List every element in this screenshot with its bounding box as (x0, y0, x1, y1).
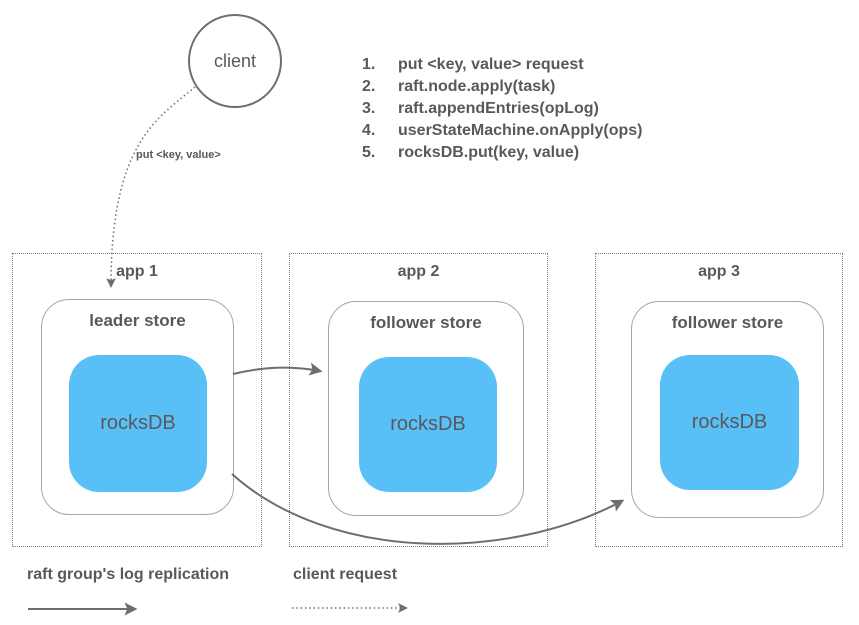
step-item: 3. raft.appendEntries(opLog) (362, 98, 642, 120)
step-item: 5. rocksDB.put(key, value) (362, 142, 642, 164)
call-sequence-list: 1. put <key, value> request 2. raft.node… (362, 54, 642, 164)
step-number: 2. (362, 78, 376, 95)
follower-store-box-app3: follower store rocksDB (631, 301, 824, 518)
app2-box: app 2 follower store rocksDB (289, 253, 548, 547)
rocksdb-label: rocksDB (691, 411, 768, 433)
follower-store-label: follower store (370, 313, 482, 332)
app1-box: app 1 leader store rocksDB (12, 253, 262, 547)
client-label: client (213, 50, 257, 71)
step-item: 4. userStateMachine.onApply(ops) (362, 120, 642, 142)
app3-box: app 3 follower store rocksDB (595, 253, 843, 547)
client-arrow-label: put <key, value> (136, 149, 221, 161)
step-text: raft.node.apply(task) (398, 78, 556, 95)
rocksdb-node-app2: rocksDB (359, 357, 497, 492)
client-node: client (188, 14, 282, 108)
step-number: 4. (362, 122, 376, 139)
step-number: 1. (362, 56, 376, 73)
rocksdb-label: rocksDB (390, 413, 466, 435)
leader-store-label: leader store (89, 311, 186, 330)
rocksdb-label: rocksDB (100, 412, 176, 434)
legend-replication-label: raft group's log replication (27, 566, 230, 583)
rocksdb-node-app3: rocksDB (660, 355, 799, 490)
follower-store-label: follower store (671, 313, 784, 332)
app3-label: app 3 (698, 263, 740, 280)
app1-label: app 1 (116, 263, 158, 280)
app2-label: app 2 (397, 263, 440, 280)
follower-store-box-app2: follower store rocksDB (328, 301, 524, 516)
legend-client-request-label: client request (293, 566, 398, 583)
step-number: 3. (362, 100, 376, 117)
step-item: 2. raft.node.apply(task) (362, 76, 642, 98)
rocksdb-node-app1: rocksDB (69, 355, 207, 492)
step-text: rocksDB.put(key, value) (398, 144, 580, 161)
step-number: 5. (362, 144, 376, 161)
step-text: put <key, value> request (398, 56, 584, 73)
step-item: 1. put <key, value> request (362, 54, 642, 76)
step-text: raft.appendEntries(opLog) (398, 100, 599, 117)
leader-store-box: leader store rocksDB (41, 299, 234, 515)
step-text: userStateMachine.onApply(ops) (398, 122, 643, 139)
